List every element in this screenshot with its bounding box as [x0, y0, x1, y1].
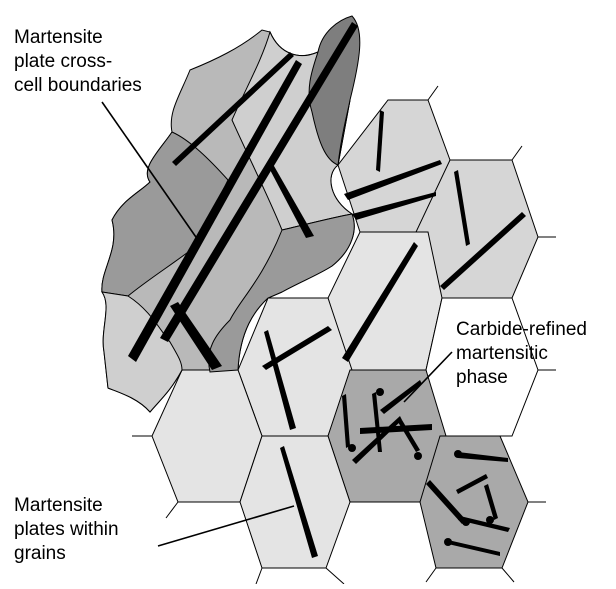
label-line: cell boundaries	[14, 74, 142, 98]
carbide-particle	[444, 538, 452, 546]
label-within-grains: Martensite plates within grains	[14, 494, 119, 566]
carbide-particle	[348, 444, 356, 452]
label-line: grains	[14, 542, 119, 566]
label-line: phase	[456, 366, 587, 390]
carbide-particle	[376, 388, 384, 396]
label-carbide: Carbide-refined martensitic phase	[456, 318, 587, 390]
carbide-particle	[414, 452, 422, 460]
label-line: Carbide-refined	[456, 318, 587, 342]
label-line: plate cross-	[14, 50, 142, 74]
label-line: plates within	[14, 518, 119, 542]
label-line: Martensite	[14, 26, 142, 50]
hex-edge	[256, 568, 262, 584]
carbide-particle	[454, 450, 462, 458]
label-line: martensitic	[456, 342, 587, 366]
hex-cell	[240, 436, 350, 568]
label-line: Martensite	[14, 494, 119, 518]
carbide-particle	[462, 518, 470, 526]
hex-edge	[326, 568, 344, 584]
carbide-particle	[486, 516, 494, 524]
label-cross-cell: Martensite plate cross- cell boundaries	[14, 26, 142, 98]
